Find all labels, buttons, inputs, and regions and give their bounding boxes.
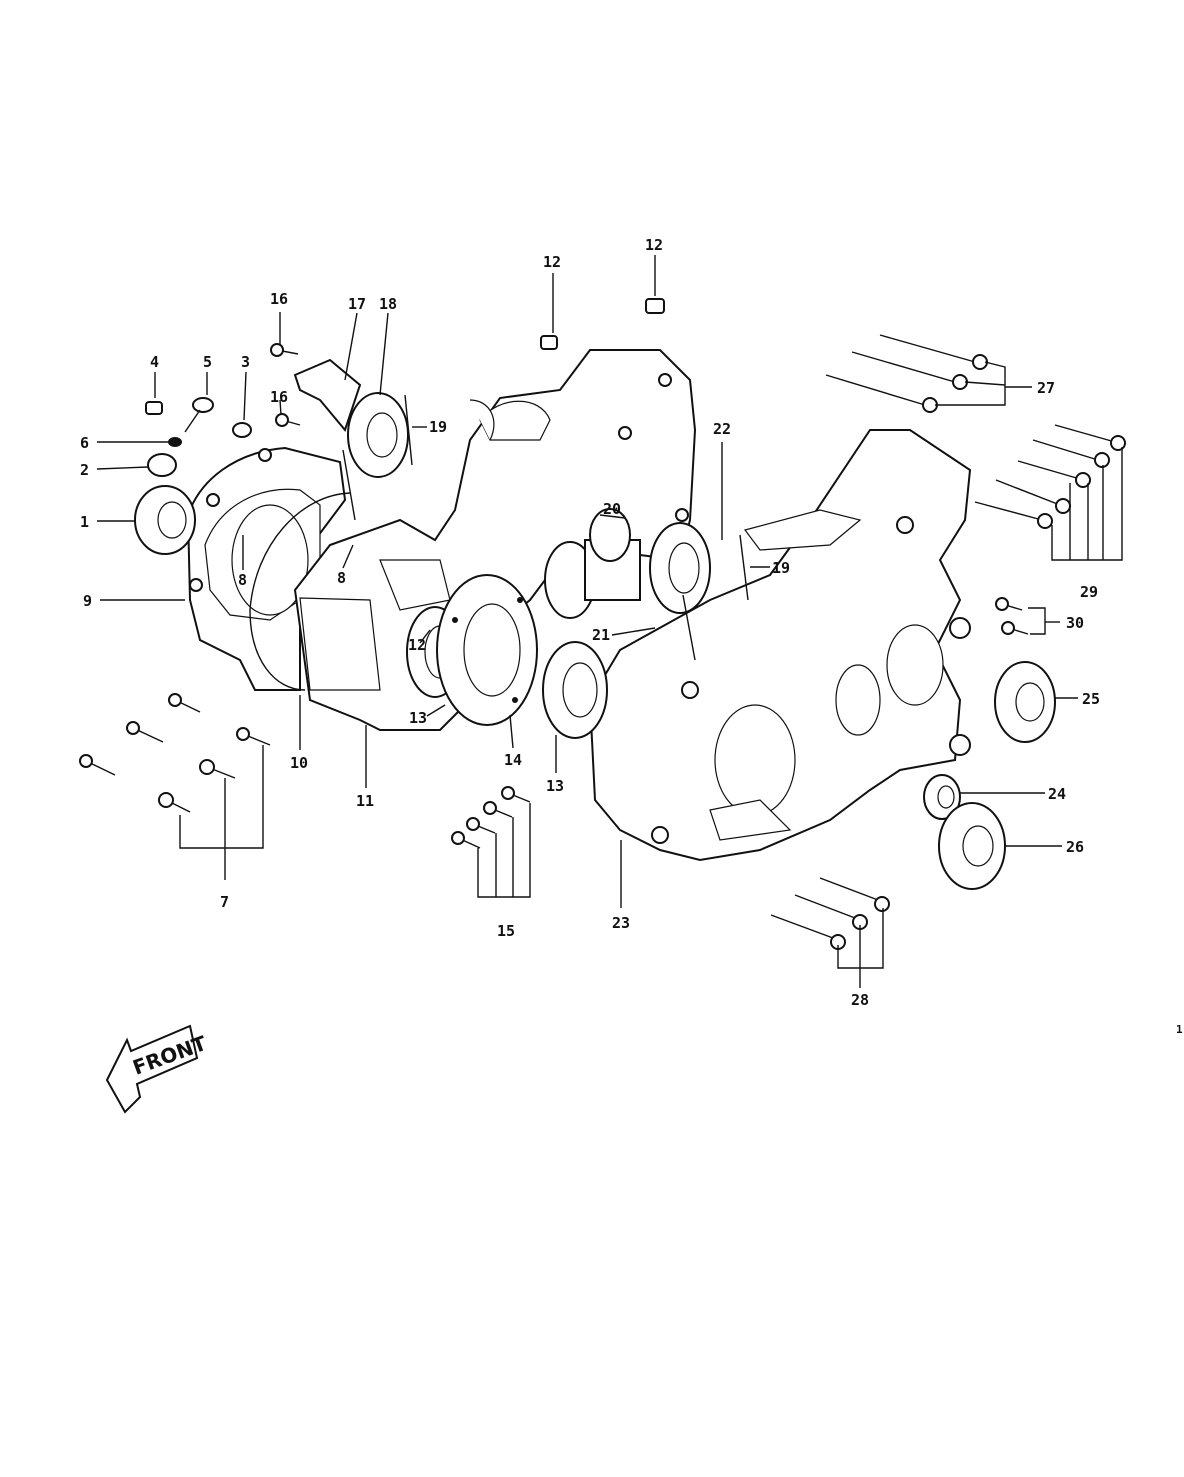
bearing-13-right bbox=[542, 641, 608, 739]
bushing-24 bbox=[923, 774, 961, 820]
label-1: 1 bbox=[80, 513, 89, 531]
label-5: 5 bbox=[203, 353, 212, 371]
label-26: 26 bbox=[1066, 838, 1084, 856]
label-17: 17 bbox=[348, 295, 366, 313]
label-22: 22 bbox=[713, 420, 731, 438]
label-19b: 19 bbox=[772, 559, 790, 577]
leader-lines bbox=[96, 255, 1123, 988]
label-18: 18 bbox=[379, 295, 397, 313]
label-25: 25 bbox=[1082, 690, 1100, 708]
cap-2 bbox=[147, 453, 177, 477]
bolts-28 bbox=[770, 877, 890, 950]
oil-seal-1 bbox=[134, 485, 196, 555]
right-crankcase-body bbox=[588, 429, 972, 862]
label-8b: 8 bbox=[337, 569, 346, 587]
dowel-pins bbox=[540, 298, 665, 350]
seal-25 bbox=[994, 661, 1056, 743]
crankshaft-center bbox=[544, 508, 711, 619]
label-21: 21 bbox=[592, 626, 610, 644]
screws-30 bbox=[995, 597, 1029, 635]
label-19a: 19 bbox=[429, 418, 447, 436]
label-8a: 8 bbox=[238, 571, 247, 589]
bearing-18 bbox=[347, 392, 409, 478]
label-27: 27 bbox=[1037, 379, 1055, 397]
studs bbox=[342, 394, 749, 661]
screws-7 bbox=[79, 693, 271, 813]
label-29: 29 bbox=[1080, 583, 1098, 601]
label-12a: 12 bbox=[408, 636, 426, 654]
label-7: 7 bbox=[220, 893, 229, 911]
plate-14 bbox=[436, 574, 538, 726]
label-16b: 16 bbox=[270, 388, 288, 406]
label-4: 4 bbox=[150, 353, 159, 371]
label-30: 30 bbox=[1066, 614, 1084, 632]
label-13b: 13 bbox=[546, 777, 564, 795]
label-10: 10 bbox=[290, 754, 308, 772]
label-14: 14 bbox=[504, 751, 522, 769]
bolts-27 bbox=[825, 334, 988, 413]
callout-labels: 1 2 3 4 5 6 7 8 8 9 10 11 12 12 12 13 13… bbox=[80, 236, 1100, 1009]
oring-3 bbox=[232, 422, 252, 438]
left-crankcase-body bbox=[293, 349, 697, 731]
washer-6 bbox=[168, 437, 182, 447]
gasket-ring bbox=[249, 492, 351, 691]
page-mark: 1 bbox=[1176, 1023, 1183, 1036]
label-20: 20 bbox=[603, 500, 621, 518]
plug-5 bbox=[184, 397, 214, 433]
front-arrow-icon: FRONT bbox=[105, 1024, 210, 1114]
label-15: 15 bbox=[497, 922, 515, 940]
label-23: 23 bbox=[612, 914, 630, 932]
label-16a: 16 bbox=[270, 290, 288, 308]
label-12b: 12 bbox=[543, 253, 561, 271]
screws-15 bbox=[451, 786, 531, 849]
bracket-17 bbox=[293, 358, 362, 433]
screws-16 bbox=[270, 343, 301, 427]
label-3: 3 bbox=[241, 353, 250, 371]
label-2: 2 bbox=[80, 461, 89, 479]
label-28: 28 bbox=[851, 991, 869, 1009]
label-9: 9 bbox=[83, 592, 92, 610]
label-12c: 12 bbox=[645, 236, 663, 254]
label-6: 6 bbox=[80, 434, 89, 452]
pin-4 bbox=[145, 401, 163, 415]
label-11: 11 bbox=[356, 792, 374, 810]
label-24: 24 bbox=[1048, 785, 1066, 803]
label-13a: 13 bbox=[409, 709, 427, 727]
seal-26 bbox=[938, 802, 1006, 890]
